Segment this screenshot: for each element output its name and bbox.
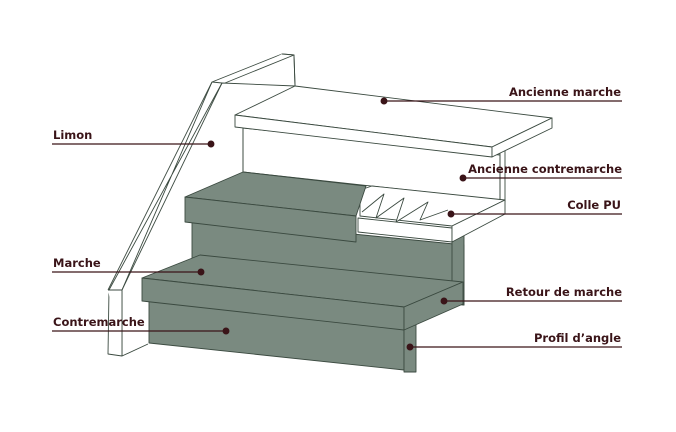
leader-ancienne-marche-dot (380, 97, 388, 105)
label-colle-pu: Colle PU (567, 198, 621, 212)
label-retour-de-marche: Retour de marche (505, 285, 622, 299)
label-contremarche: Contremarche (53, 315, 145, 329)
label-marche: Marche (53, 256, 101, 270)
leader-contremarche-dot (222, 327, 230, 335)
lower-tread-shape (141, 254, 464, 331)
label-profil-angle: Profil d’angle (534, 331, 621, 345)
upper-new-tread (184, 171, 367, 243)
leader-limon-dot (207, 140, 215, 148)
leader-colle-pu-dot (447, 210, 455, 218)
leader-retour-de-marche-dot (440, 297, 448, 305)
leader-marche-dot (197, 268, 205, 276)
label-ancienne-marche: Ancienne marche (508, 85, 621, 99)
label-ancienne-contremarche: Ancienne contremarche (468, 162, 622, 176)
label-limon: Limon (53, 128, 93, 142)
limon-shape (107, 53, 296, 357)
ancienne-marche-shape (234, 85, 553, 158)
upper-old-tread (357, 185, 506, 243)
leader-ancienne-contremarche-dot (459, 174, 467, 182)
leader-profil-angle-dot (406, 343, 414, 351)
